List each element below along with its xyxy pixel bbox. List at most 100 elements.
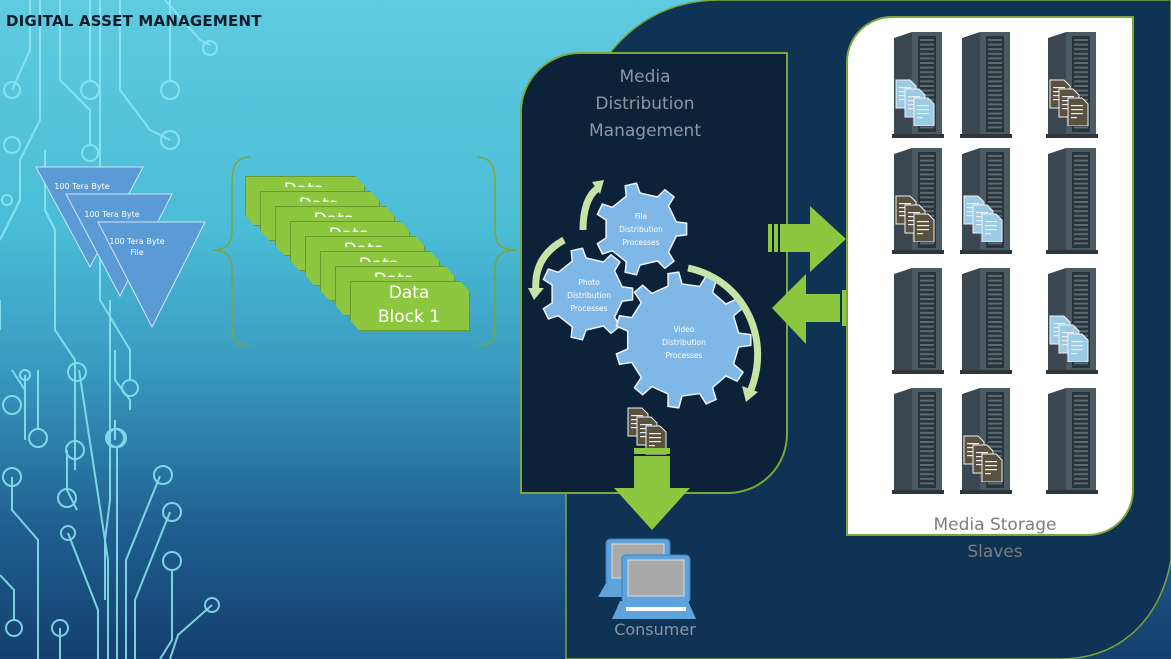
document-line	[1071, 109, 1083, 111]
page-title: DIGITAL ASSET MANAGEMENT	[6, 12, 262, 30]
server-tower-icon	[960, 32, 1012, 138]
document-line	[917, 233, 923, 235]
gear-label-line: Processes	[665, 351, 703, 360]
gear-label-file: File Distribution Processes	[611, 210, 671, 249]
document-line	[917, 113, 929, 115]
document-line	[649, 441, 661, 443]
cycle-arrowheads	[528, 180, 758, 402]
document-line	[631, 427, 637, 429]
document-line	[649, 433, 661, 435]
document-line	[985, 225, 997, 227]
document-icon	[913, 213, 935, 242]
document-line	[649, 437, 661, 439]
document-line	[985, 229, 997, 231]
document-line	[1062, 96, 1074, 98]
document-stack-icon	[895, 195, 935, 242]
document-line	[649, 445, 655, 447]
server-tower-icon	[960, 268, 1012, 374]
document-line	[985, 461, 997, 463]
document-line	[976, 224, 982, 226]
document-stack-icon	[1049, 315, 1089, 362]
document-line	[917, 109, 929, 111]
server-tower-icon	[892, 268, 944, 374]
gear-label-line: Photo	[578, 278, 600, 287]
document-line	[1071, 345, 1083, 347]
gear-label-line: Processes	[570, 304, 608, 313]
storage-label-line: Slaves	[967, 542, 1023, 562]
document-line	[976, 464, 982, 466]
server-tower-icon	[1046, 148, 1098, 254]
document-stack-icon	[895, 79, 935, 126]
document-line	[908, 108, 914, 110]
file-label-2: 100 Tera Byte	[84, 210, 140, 219]
gear-video-icon	[615, 271, 752, 409]
gear-label-line: Video	[673, 325, 695, 334]
cycle-arrow-right	[687, 264, 762, 394]
laptop-icon	[598, 538, 696, 619]
panel-title-line: Distribution	[595, 94, 695, 114]
panel-title-line: Management	[589, 121, 701, 141]
gears-diagram	[528, 180, 762, 409]
document-line	[640, 436, 646, 438]
gear-label-line: Processes	[622, 238, 660, 247]
document-icon	[981, 213, 1003, 242]
document-line	[1053, 335, 1059, 337]
document-line	[640, 424, 652, 426]
document-line	[908, 212, 920, 214]
file-triangles	[35, 166, 206, 329]
data-block-label: Data	[245, 178, 363, 187]
document-line	[1062, 332, 1074, 334]
document-icon	[913, 97, 935, 126]
cycle-arrow-left	[532, 236, 566, 293]
arrow-left-icon	[772, 274, 852, 344]
document-icon	[1067, 97, 1089, 126]
file-label-1: 100 Tera Byte	[54, 182, 110, 191]
data-block-label: Data	[275, 208, 393, 217]
gear-label-photo: Photo Distribution Processes	[559, 276, 619, 315]
panel-title-line: Media	[619, 67, 671, 87]
document-line	[1071, 341, 1083, 343]
server-tower-icon	[1046, 388, 1098, 494]
down-arrow-icon	[614, 448, 690, 530]
consumer-label: Consumer	[614, 620, 696, 639]
document-line	[899, 99, 905, 101]
document-line	[976, 212, 988, 214]
gear-label-line: Distribution	[662, 338, 706, 347]
document-line	[908, 96, 920, 98]
document-line	[967, 455, 973, 457]
data-block-label: Data	[320, 253, 438, 262]
file-triangle-3	[97, 221, 206, 329]
document-stack-icon	[627, 407, 667, 455]
document-line	[1071, 353, 1077, 355]
document-line	[1071, 349, 1083, 351]
document-line	[917, 225, 929, 227]
data-block-label: Data	[260, 193, 378, 202]
gear-label-line: File	[634, 212, 648, 221]
document-stack-icon	[1049, 79, 1089, 126]
document-line	[1053, 99, 1059, 101]
document-line	[985, 221, 997, 223]
cycle-arrow-top	[579, 185, 601, 231]
distribution-panel-title: Media Distribution Management	[520, 64, 770, 145]
document-line	[967, 215, 973, 217]
document-line	[1062, 108, 1068, 110]
document-line	[917, 229, 929, 231]
document-line	[985, 469, 997, 471]
document-line	[1071, 105, 1083, 107]
data-block-label: Data	[290, 223, 408, 232]
gear-file-icon	[596, 182, 688, 276]
arrow-right-icon	[768, 206, 846, 272]
document-line	[899, 215, 905, 217]
bracket-left	[212, 156, 251, 347]
gear-label-line: Distribution	[619, 225, 663, 234]
data-block-label: Data	[305, 238, 423, 247]
document-line	[1053, 323, 1065, 325]
document-line	[967, 443, 979, 445]
document-line	[899, 87, 911, 89]
document-line	[1062, 344, 1068, 346]
document-line	[985, 473, 991, 475]
document-line	[899, 203, 911, 205]
circuit-traces	[0, 0, 220, 659]
data-block-label: Data	[335, 268, 453, 277]
